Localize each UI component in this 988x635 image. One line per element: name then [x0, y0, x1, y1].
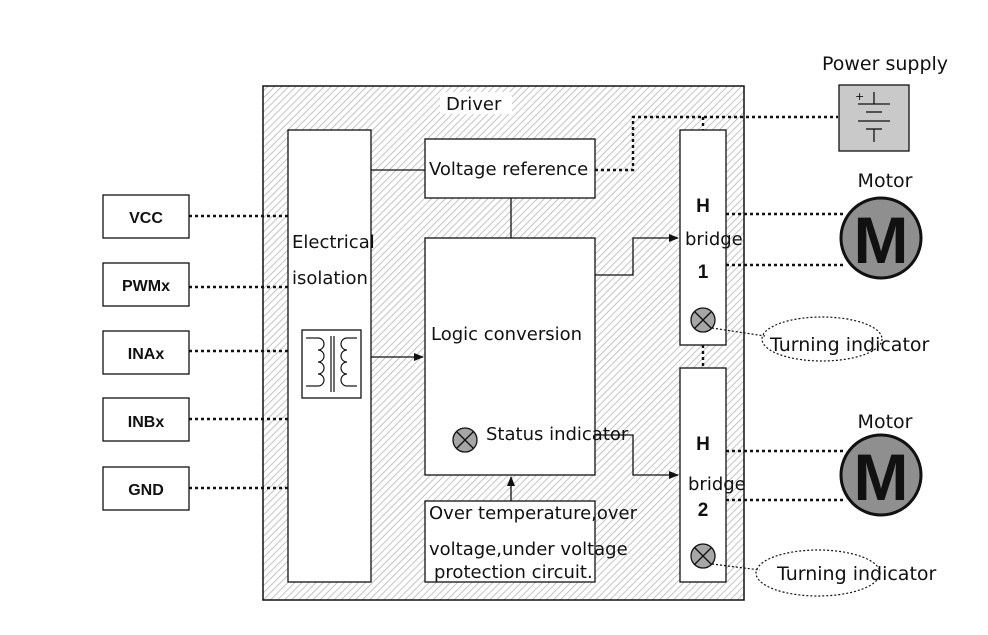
pin-pwmx-label: PWMx: [122, 278, 170, 295]
h-bridge-1-word: bridge: [685, 229, 743, 250]
turning-indicator-1-lamp-icon: [690, 307, 716, 333]
turning-indicator-1-label: Turning indicator: [769, 334, 930, 356]
isolation-label-line2: isolation: [292, 268, 368, 289]
battery-plus-sign: +: [855, 90, 864, 103]
pin-vcc: VCC: [102, 194, 190, 239]
protection-circuit-box: [424, 500, 596, 583]
pin-inbx-label: INBx: [128, 414, 165, 431]
pin-inax-label: INAx: [128, 346, 165, 363]
h-bridge-1-h: H: [696, 196, 710, 217]
motor-1-label: Motor: [858, 170, 913, 192]
voltage-reference-box: [424, 138, 596, 199]
pin-inax: INAx: [102, 330, 190, 375]
h-bridge-2-h: H: [696, 434, 710, 455]
protection-label-line1: Over temperature,over: [429, 503, 638, 524]
dotted-connections: [189, 115, 845, 502]
pin-inbx: INBx: [102, 397, 190, 442]
internal-connections: [371, 169, 679, 501]
protection-label-line3: protection circuit.: [434, 562, 593, 583]
pin-gnd-label: GND: [128, 482, 164, 499]
protection-label-line2: voltage,under voltage: [429, 539, 628, 560]
transformer-icon: [301, 329, 362, 399]
status-indicator-icon: [452, 427, 478, 453]
motor-2-icon: M: [839, 433, 923, 517]
motor-2-label: Motor: [858, 411, 913, 433]
isolation-label-line1: Electrical: [292, 232, 375, 253]
indicator-leader-lines: [711, 327, 766, 571]
pin-vcc-label: VCC: [129, 210, 163, 227]
driver-title: Driver: [446, 94, 502, 115]
power-supply-label: Power supply: [822, 53, 948, 75]
voltage-reference-label: Voltage reference: [429, 159, 588, 180]
turning-indicator-2-callout: Turning indicator: [755, 549, 937, 597]
h-bridge-2-number: 2: [698, 500, 709, 521]
motor-1-icon: M: [839, 196, 923, 280]
turning-indicator-2-label: Turning indicator: [776, 563, 937, 585]
pin-gnd: GND: [102, 466, 190, 511]
h-bridge-2-word: bridge: [688, 474, 746, 495]
turning-indicator-1-callout: Turning indicator: [761, 316, 930, 362]
h-bridge-1-number: 1: [698, 262, 709, 283]
motor-1-glyph: M: [854, 203, 909, 277]
logic-conversion-label: Logic conversion: [431, 324, 582, 345]
turning-indicator-2-lamp-icon: [690, 543, 716, 569]
status-indicator-label: Status indicator: [486, 424, 629, 445]
motor-2-glyph: M: [854, 440, 909, 514]
pin-pwmx: PWMx: [102, 262, 190, 307]
battery-icon: +: [838, 84, 910, 152]
